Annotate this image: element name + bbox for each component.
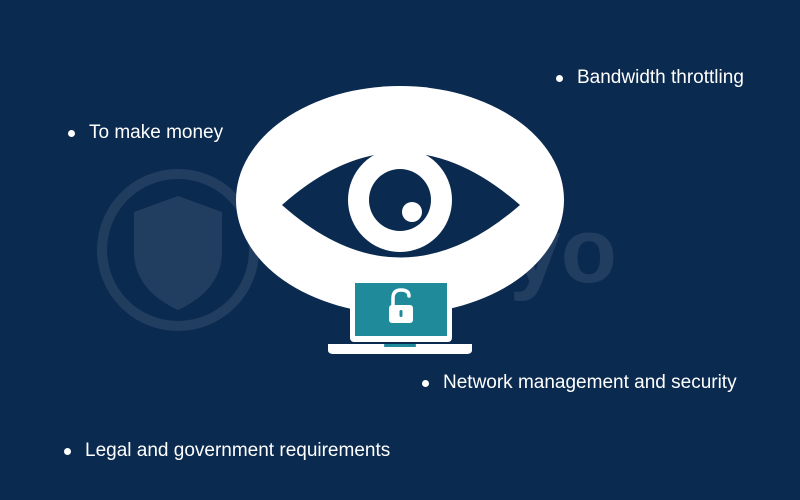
unlocked-padlock-icon bbox=[389, 288, 413, 323]
eye-pupil bbox=[369, 169, 431, 231]
padlock-keyhole bbox=[399, 310, 403, 317]
laptop-base-notch bbox=[384, 344, 416, 347]
shield-lock-icon bbox=[134, 196, 222, 310]
bullet-dot bbox=[68, 129, 75, 137]
eye-icon bbox=[236, 86, 564, 314]
laptop-base bbox=[328, 344, 472, 354]
bullet-text: Legal and government requirements bbox=[85, 440, 391, 461]
bullet-legal-requirements: Legal and government requirements bbox=[64, 440, 390, 462]
bullet-dot bbox=[422, 379, 429, 387]
bullet-network-management: Network management and security bbox=[422, 372, 737, 394]
eye-highlight bbox=[402, 202, 422, 222]
padlock-shackle bbox=[391, 288, 411, 308]
bullet-dot bbox=[556, 74, 563, 82]
bullet-text: Network management and security bbox=[443, 372, 737, 393]
bullet-text: Bandwidth throttling bbox=[577, 67, 744, 88]
bullet-dot bbox=[64, 447, 71, 455]
laptop-icon bbox=[328, 278, 472, 354]
bullet-to-make-money: To make money bbox=[68, 122, 223, 144]
bullet-text: To make money bbox=[89, 122, 224, 143]
bullet-bandwidth-throttling: Bandwidth throttling bbox=[556, 67, 744, 89]
